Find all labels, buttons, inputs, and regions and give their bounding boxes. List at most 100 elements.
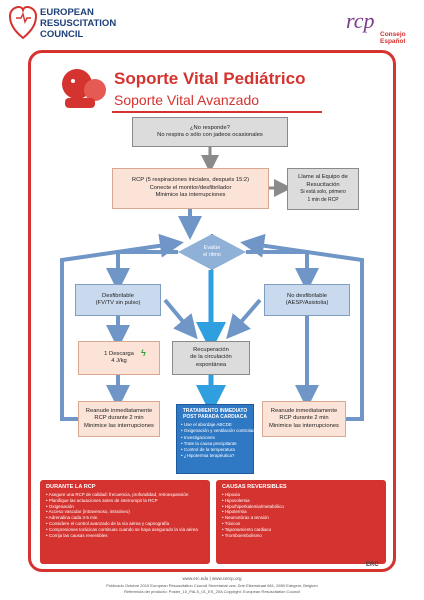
erc-heart-logo-icon [8,5,38,40]
partner-logo-icon: rcp Consejo Español [346,8,406,45]
panel-heading: CAUSAS REVERSIBLES [222,484,287,490]
post-arrest-item-text: Oxigenación y ventilación controladas [183,428,260,434]
org-name-line: EUROPEAN [40,7,94,18]
panel-item: • Acceso vascular (intravenoso, intraóse… [46,509,130,515]
post-arrest-item-text: Control de la temperatura [183,447,235,453]
shockable-box: Desfibrilable (FV/TV sin pulso) [75,284,161,316]
footer-reference-line: Referencia del producto: Poster_10_PALS_… [124,589,300,594]
node-line: espontánea [195,361,227,368]
arrow-eval-shock [106,250,178,292]
panel-item: • Corrija las causas reversibles [46,532,108,538]
panel-item-text: Hipoxia [224,492,240,497]
post-arrest-item-text: Use el abordaje ABCDE [183,422,232,427]
node-line: el ritmo [203,252,221,258]
node-line: de la circulación [190,354,232,361]
post-arrest-item-text: ¿Hipotermia terapéutica? [183,453,235,459]
node-line: No respira o sólo con jadeos ocasionales [157,132,263,138]
node-line: Si está solo, primero [300,189,346,195]
arrow-noshock-rosc [226,298,262,340]
panel-item: • Tóxicos [222,520,241,526]
partner-logo: rcp Consejo Español [344,6,414,46]
org-name: EUROPEAN RESUSCITATION COUNCIL [40,7,160,40]
panel-item-text: Hipovolemia [224,497,250,503]
footer-publication-line: Publicado Octubre 2010 European Resuscit… [106,583,318,588]
panel-item-text: Neumotórax a tensión [224,515,269,521]
resume-cpr-box-right: Reanude inmediatamente RCP durante 2 min… [262,401,346,437]
node-line: Minimice las interrupciones [84,422,154,429]
title-divider [112,111,322,113]
node-line: 4 J/kg [111,358,127,364]
node-line: Desfibrilable [102,292,134,299]
panel-item: • Hipoxia [222,492,240,497]
panel-item: • Adrenalina cada 3-5 min [46,515,98,521]
nonshockable-box: No desfibrilable (AESP/Asistolia) [264,284,350,316]
page-title: Soporte Vital Pediátrico [114,69,306,88]
panel-item-text: Hipotermia [224,509,247,515]
panel-item-text: Acceso vascular (intravenoso, intraóseo) [48,509,130,515]
node-line: No desfibrilable [287,292,327,299]
panel-item-text: Oxigenación [48,503,74,509]
panel-item: • Hipotermia [222,509,247,515]
rosc-box: Recuperación de la circulación espontáne… [172,341,250,375]
node-line: Reanude inmediatamente [85,407,153,414]
post-arrest-box: TRATAMIENTO INMEDIATO POST PARADA CARDIA… [176,404,259,474]
node-line: Conecte el monitor/desfibrilador [149,184,232,191]
panel-item: • Taponamiento cardiaco [222,526,272,532]
panel-item: • Tromboembolismo [222,532,262,538]
panel-item-text: Adrenalina cada 3-5 min [48,515,98,521]
lightning-bolt-icon: ϟ [141,348,146,358]
post-arrest-item: • Oxigenación y ventilación controladas [181,428,260,434]
panel-item-text: Corrija las causas reversibles [48,532,108,538]
arrow-loop-right [240,233,364,421]
org-name-line: COUNCIL [40,29,84,40]
panel-item: • Oxigenación [46,503,74,509]
node-line: Minimice las interrupciones [155,192,226,199]
footer-url[interactable]: www.erc.edu | www.cercp.org [182,576,242,581]
panel-item: • Hipo/hiperkalemia/metabólico [222,503,284,509]
node-line: ¿No responde? [190,124,230,131]
panel-item-text: Tóxicos [224,520,241,526]
one-shock-box: 1 Descarga 4 J/kg ϟ [78,341,160,375]
arrow-shock-rosc [163,298,198,340]
panel-item: • Planifique las actuaciones antes de in… [46,497,158,503]
call-team-box: Llame al Equipo de Resucitación Si está … [287,168,359,210]
panel-item-text: Hipo/hiperkalemia/metabólico [224,503,284,509]
post-arrest-item: • Trate la causa precipitante [181,440,237,446]
node-line: RCP durante 2 min [94,415,144,422]
node-line: RCP (5 respiraciones iniciales, después … [131,177,250,184]
partner-logo-mark: rcp [346,8,375,33]
node-line: (AESP/Asistolia) [285,300,329,306]
post-arrest-item-text: Trate la causa precipitante [183,440,237,446]
node-line: Llame al Equipo de [298,174,348,180]
cpr-box: RCP (5 respiraciones iniciales, después … [112,168,269,209]
panel-item-text: Compresiones torácicas continuas cuando … [48,526,198,532]
arrow-loop-left [60,233,184,421]
panel-item: • Asegure una RCP de calidad: frecuencia… [46,492,189,497]
child-head-icon [62,69,106,108]
node-line: 1 Descarga [104,350,134,357]
node-line: Resucitación [306,181,340,188]
panel-item: • Compresiones torácicas continuas cuand… [46,526,198,532]
node-line: Recuperación [193,346,229,353]
post-arrest-heading: TRATAMIENTO INMEDIATO POST PARADA CARDIA… [182,408,248,420]
post-arrest-item-text: Investigaciones [183,434,215,440]
panel-item-text: Taponamiento cardiaco [224,526,272,532]
node-line: 1 min de RCP [307,196,339,203]
post-arrest-item: • Control de la temperatura [181,447,235,453]
node-line: Evalúe [203,244,221,251]
during-cpr-panel: DURANTE LA RCP • Asegure una RCP de cali… [40,480,210,564]
partner-name-line: Consejo [380,31,406,38]
erc-small-mark: ERC [366,562,379,568]
panel-item-text: Asegure una RCP de calidad: frecuencia, … [48,492,189,497]
node-line: Minimice las interrupciones [269,422,339,429]
page-subtitle: Soporte Vital Avanzado [114,92,260,108]
post-arrest-item: • Investigaciones [181,434,215,440]
arrow-eval-noshock [246,250,319,292]
node-line: (FV/TV sin pulso) [95,300,141,306]
post-arrest-item: • ¿Hipotermia terapéutica? [181,453,235,459]
post-arrest-item: • Use el abordaje ABCDE [181,422,232,427]
recognition-box: ¿No responde? No respira o sólo con jade… [132,117,288,147]
panel-item: • Considere el control avanzado de la ví… [46,520,170,526]
resume-cpr-box-left: Reanude inmediatamente RCP durante 2 min… [78,401,160,437]
